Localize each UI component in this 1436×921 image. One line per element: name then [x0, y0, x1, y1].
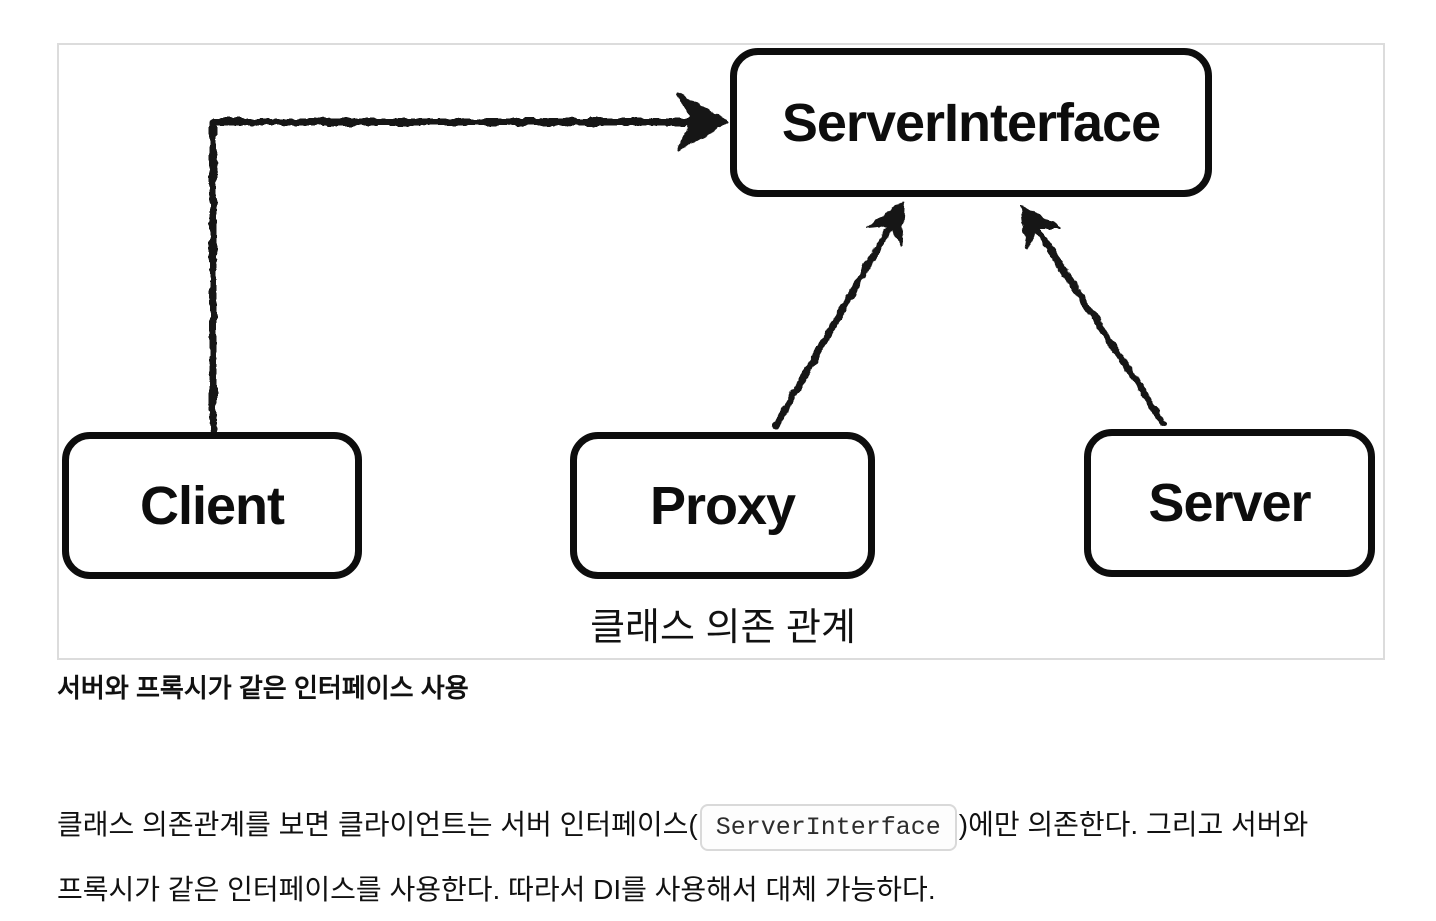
node-client-label: Client: [139, 475, 285, 536]
node-proxy: Proxy: [570, 432, 875, 579]
inline-code-serverinterface: ServerInterface: [699, 804, 957, 851]
node-client: Client: [62, 432, 362, 579]
edge-server-to-serverinterface: [1020, 204, 1167, 426]
node-server-label: Server: [1148, 473, 1311, 533]
figure-caption: 클래스 의존 관계: [590, 607, 856, 649]
arrowhead-right-icon: [677, 93, 729, 151]
arrowhead-upright-icon: [867, 201, 905, 247]
arrowhead-upleft-icon: [1020, 204, 1060, 250]
paragraph-text-before-code: 클래스 의존관계를 보면 클라이언트는 서버 인터페이스(: [57, 809, 698, 840]
node-serverinterface-label: ServerInterface: [781, 92, 1161, 153]
class-dependency-figure: ServerInterface Client Proxy Server 클래스 …: [57, 43, 1385, 660]
node-server: Server: [1084, 429, 1375, 577]
section-caption: 서버와 프록시가 같은 인터페이스 사용: [57, 673, 469, 703]
body-paragraph: 클래스 의존관계를 보면 클라이언트는 서버 인터페이스(ServerInter…: [57, 794, 1393, 921]
edge-client-to-serverinterface: [209, 93, 729, 436]
node-serverinterface: ServerInterface: [730, 48, 1212, 197]
edge-proxy-to-serverinterface: [772, 201, 905, 429]
node-proxy-label: Proxy: [649, 475, 796, 536]
dependency-arrows-svg: [209, 93, 1167, 436]
